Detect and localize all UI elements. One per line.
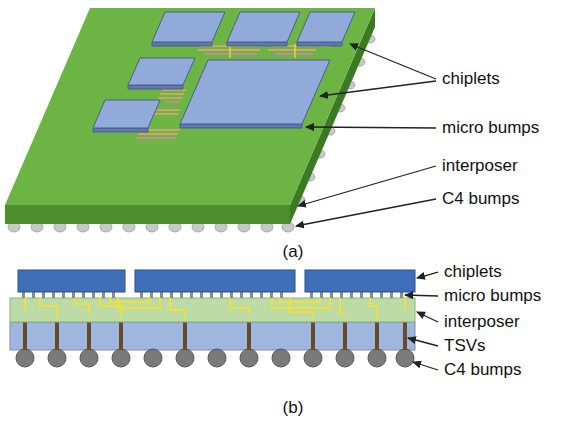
part-label: micro bumps	[442, 119, 539, 138]
subfigure-label: (b)	[283, 399, 304, 418]
part-label: micro bumps	[444, 287, 541, 306]
part-label: TSVs	[444, 337, 486, 356]
interposer-wiring	[25, 298, 405, 318]
leader-arrows-b	[405, 272, 438, 370]
part-label: chiplets	[444, 263, 502, 282]
chiplet-group	[18, 270, 415, 292]
part-label: interposer	[442, 157, 518, 176]
part-label: chiplets	[442, 70, 500, 89]
part-label: C4 bumps	[442, 190, 519, 209]
micro-bump-row	[22, 292, 403, 298]
interposer-layer	[10, 298, 415, 322]
interposer-front-face	[5, 205, 290, 224]
chiplet-group	[93, 12, 355, 132]
c4-bump-row	[16, 349, 414, 367]
part-label: C4 bumps	[444, 361, 521, 380]
package-substrate	[10, 322, 415, 350]
subfigure-label: (a)	[283, 243, 304, 262]
leader-arrows-a	[296, 44, 436, 226]
interposer-wiring	[136, 42, 330, 138]
part-label: interposer	[444, 313, 520, 332]
interposer-top-face	[5, 8, 375, 205]
